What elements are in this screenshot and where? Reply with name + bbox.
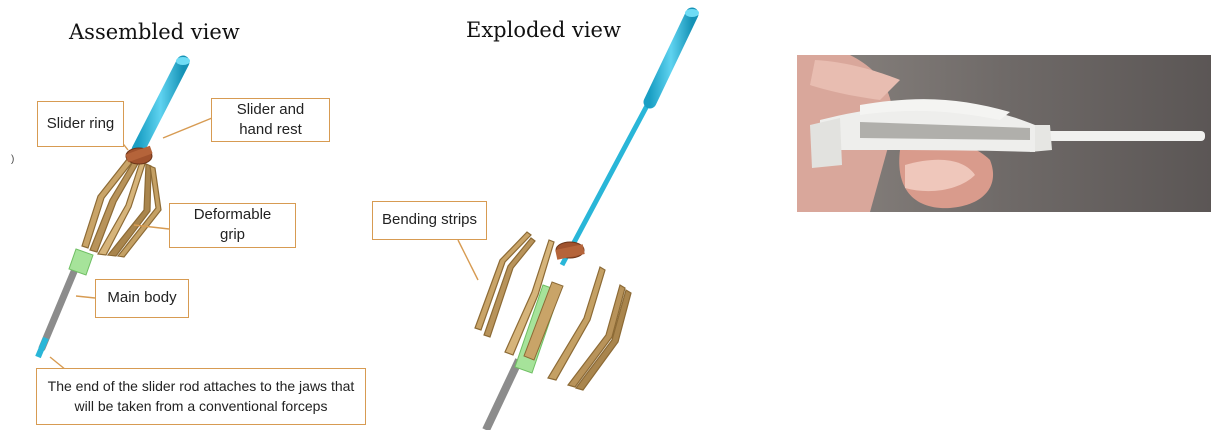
exploded-hand-rest: [650, 14, 692, 102]
callout-bending-strips: Bending strips: [372, 201, 487, 240]
main-body-rod: [42, 262, 78, 348]
prototype-photo: [797, 55, 1211, 212]
callout-slider-hand-rest: Slider and hand rest: [211, 98, 330, 142]
leader-line-exploded: [458, 240, 478, 280]
slider-rod-cap: [176, 57, 190, 65]
exploded-forceps: [475, 9, 699, 430]
callout-deformable-grip: Deformable grip: [169, 203, 296, 248]
callout-main-body: Main body: [95, 279, 189, 318]
callout-slider-rod-note: The end of the slider rod attaches to th…: [36, 368, 366, 425]
deformable-grip: [82, 158, 161, 257]
photo-rod: [1040, 131, 1205, 141]
exploded-main-body-rod: [486, 360, 519, 430]
callout-slider-ring: Slider ring: [37, 101, 124, 147]
exploded-slider-rod: [562, 100, 650, 265]
slider-rod-tip: [38, 338, 46, 357]
slider-rod: [138, 62, 183, 150]
